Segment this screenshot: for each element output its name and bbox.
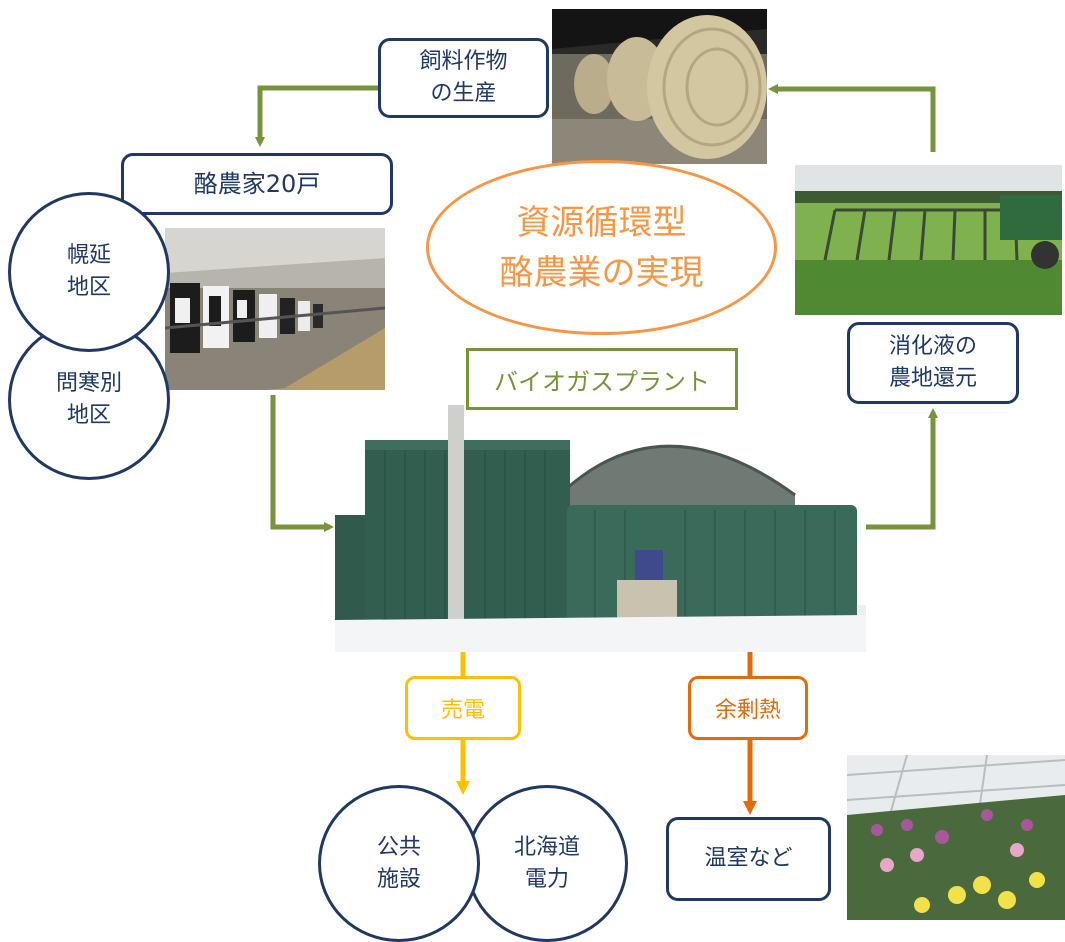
central-goal-label: 資源循環型 酪農業の実現 — [499, 202, 704, 293]
electricity-sales-label: 売電 — [440, 698, 485, 723]
hay-bales-photo — [552, 9, 767, 164]
arrow-farms-to-plant — [270, 395, 334, 532]
horonobe-district-circle: 幌延 地区 — [8, 192, 170, 352]
greenhouse-label: 温室など — [704, 846, 793, 871]
greenhouse-photo — [847, 755, 1065, 920]
biogas-plant-box: バイオガスプラント — [466, 348, 738, 410]
public-facilities-circle: 公共 施設 — [318, 785, 480, 942]
dairy-farms-box: 酪農家20戸 — [121, 153, 393, 215]
arrow-plant-to-digestate — [866, 408, 938, 530]
surplus-heat-label: 余剰熱 — [714, 698, 781, 723]
arrow-field-to-feed — [768, 84, 936, 152]
public-facilities-label: 公共 施設 — [376, 834, 421, 892]
arrow-feed-to-farms — [255, 85, 378, 147]
hokkaido-electric-label: 北海道 電力 — [513, 834, 580, 892]
dairy-farms-label: 酪農家20戸 — [193, 170, 321, 198]
hokkaido-electric-circle: 北海道 電力 — [466, 785, 628, 942]
horonobe-district-label: 幌延 地区 — [66, 243, 111, 300]
field-spreading-photo — [795, 165, 1062, 315]
electricity-sales-box: 売電 — [405, 676, 521, 740]
toikanbetsu-district-label: 問寒別 地区 — [55, 371, 122, 428]
cow-barn-photo — [165, 228, 385, 390]
feed-crop-production-label: 飼料作物 の生産 — [419, 49, 508, 106]
greenhouse-box: 温室など — [666, 817, 831, 901]
feed-crop-production-box: 飼料作物 の生産 — [378, 38, 549, 118]
biogas-plant-label: バイオガスプラント — [494, 367, 710, 396]
biogas-plant-photo — [335, 405, 866, 652]
digestate-return-box: 消化液の 農地還元 — [847, 322, 1019, 404]
central-goal-ellipse: 資源循環型 酪農業の実現 — [426, 160, 777, 335]
digestate-return-label: 消化液の 農地還元 — [888, 334, 977, 391]
surplus-heat-box: 余剰熱 — [688, 676, 808, 740]
